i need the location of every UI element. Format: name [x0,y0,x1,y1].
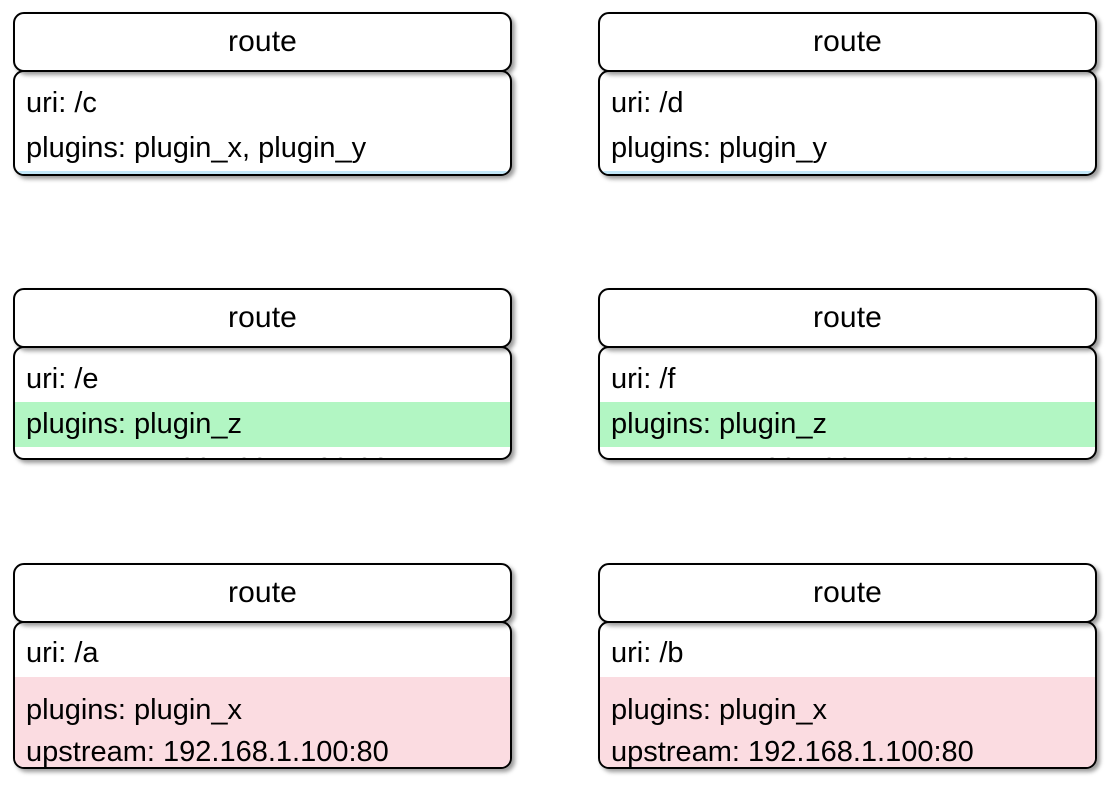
card-header: route [598,12,1097,72]
card-title: route [228,301,297,334]
card-body: uri: /f plugins: plugin_z upstream: 192.… [598,346,1097,460]
attr-plugins: plugins: plugin_z [600,402,1095,447]
attr-plugins: plugins: plugin_z [15,402,510,447]
card-body: uri: /b plugins: plugin_x upstream: 192.… [598,621,1097,769]
attr-upstream: upstream: 192.168.1.101:80 [600,171,1095,174]
attr-upstream: upstream: 192.168.1.101:80 [15,171,510,174]
attr-uri: uri: /b [611,637,684,669]
attribute-list: uri: /f plugins: plugin_z upstream: 192.… [600,357,1095,458]
card-body: uri: /d plugins: plugin_y upstream: 192.… [598,70,1097,176]
route-card-e[interactable]: route uri: /e plugins: plugin_z upstream… [13,288,512,460]
card-header: route [598,288,1097,348]
card-title: route [228,576,297,609]
card-header: route [13,288,512,348]
route-card-c[interactable]: route uri: /c plugins: plugin_x, plugin_… [13,12,512,176]
attr-plugins: plugins: plugin_x, plugin_y [26,132,367,164]
card-title: route [813,25,882,58]
route-card-a[interactable]: route uri: /a plugins: plugin_x upstream… [13,563,512,769]
attr-uri: uri: /a [26,637,99,669]
attr-uri: uri: /e [26,363,99,395]
attribute-list: uri: /c plugins: plugin_x, plugin_y upst… [15,81,510,174]
attr-uri: uri: /d [611,87,684,119]
card-header: route [13,563,512,623]
attribute-list: uri: /b plugins: plugin_x upstream: 192.… [600,629,1095,767]
attr-uri: uri: /f [611,363,676,395]
attribute-list: uri: /a plugins: plugin_x upstream: 192.… [15,629,510,767]
attr-upstream: upstream: 192.168.1.100:80 [15,731,510,767]
card-body: uri: /c plugins: plugin_x, plugin_y upst… [13,70,512,176]
attribute-list: uri: /d plugins: plugin_y upstream: 192.… [600,81,1095,174]
attr-uri: uri: /c [26,87,97,119]
card-header: route [13,12,512,72]
card-title: route [813,301,882,334]
attr-plugins: plugins: plugin_y [611,132,828,164]
attr-upstream: upstream: 192.168.1.100:80 [600,731,1095,767]
card-body: uri: /e plugins: plugin_z upstream: 192.… [13,346,512,460]
card-body: uri: /a plugins: plugin_x upstream: 192.… [13,621,512,769]
attribute-list: uri: /e plugins: plugin_z upstream: 192.… [15,357,510,458]
route-card-f[interactable]: route uri: /f plugins: plugin_z upstream… [598,288,1097,460]
attr-upstream: upstream: 192.168.1.102:80 [15,447,510,458]
card-title: route [228,25,297,58]
card-title: route [813,576,882,609]
attr-upstream: upstream: 192.168.1.103:80 [600,447,1095,458]
attr-plugins: plugins: plugin_x [600,677,1095,731]
route-card-b[interactable]: route uri: /b plugins: plugin_x upstream… [598,563,1097,769]
card-header: route [598,563,1097,623]
route-card-d[interactable]: route uri: /d plugins: plugin_y upstream… [598,12,1097,176]
attr-plugins: plugins: plugin_x [15,677,510,731]
